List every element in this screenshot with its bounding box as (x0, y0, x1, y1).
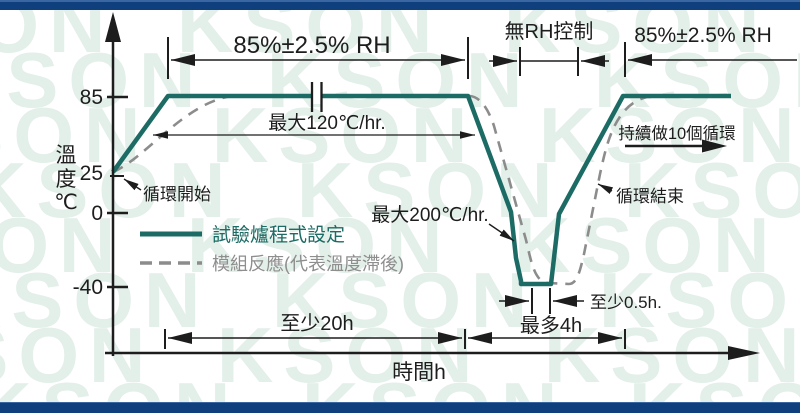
y-tick-m40: -40 (73, 276, 103, 299)
cold-soak-duration: 至少0.5h. (499, 288, 662, 314)
axis-break-icon (310, 82, 323, 112)
module-response-line (112, 93, 732, 286)
x-axis-title: 時間h (392, 361, 446, 384)
cold-excursion-duration-label: 最多4h (520, 314, 582, 337)
y-axis-title-char1: 溫 (56, 144, 77, 167)
legend-module-label: 模組反應(代表溫度滯後) (212, 253, 404, 274)
cold-excursion-duration: 最多4h (464, 314, 626, 349)
cycle-end-label: 循環結束 (616, 187, 684, 206)
y-axis-title-char3: ℃ (54, 191, 78, 214)
cycle-end-callout: 循環結束 (597, 183, 684, 206)
rh-span-right: 85%±2.5% RH (624, 24, 797, 77)
bottom-navy-bar (0, 402, 800, 413)
kson-watermark-row: KSON KSON KSON KSON (0, 201, 800, 289)
program-line (111, 93, 731, 287)
hot-dwell-duration: 至少20h (164, 312, 462, 349)
y-axis-title-char2: 度 (56, 168, 77, 191)
repeat-arrow-icon (702, 139, 727, 153)
y-tick-25: 25 (80, 162, 103, 185)
legend-program-label: 試驗爐程式設定 (212, 224, 345, 246)
y-tick-0: 0 (91, 202, 103, 225)
x-axis: 時間h (105, 346, 760, 384)
hot-dwell-duration-label: 至少20h (280, 312, 353, 335)
kson-watermark-row: KSON KSON KSON KSON (0, 256, 800, 344)
repeat-cycles: 持續做10個循環 (618, 124, 736, 153)
rh-span-left-label: 85%±2.5% RH (233, 32, 390, 59)
y-axis: 85 25 0 -40 溫 度 ℃ (54, 12, 128, 356)
repeat-cycles-label: 持續做10個循環 (618, 124, 735, 143)
rh-span-left: 85%±2.5% RH (167, 32, 469, 79)
no-rh-span-label: 無RH控制 (505, 20, 594, 43)
cycle-start-callout: 循環開始 (123, 178, 211, 204)
y-axis-arrow-icon (105, 12, 121, 42)
no-rh-span: 無RH控制 (489, 20, 609, 76)
kson-watermark-row: KSON KSON KSON KSON (0, 311, 800, 399)
x-axis-arrow-icon (728, 346, 760, 360)
ramp-down-rate-label: 最大200℃/hr. (371, 204, 488, 226)
rh-span-right-label: 85%±2.5% RH (634, 24, 772, 47)
y-tick-85: 85 (80, 86, 103, 109)
ramp-up-rate-label: 最大120℃/hr. (268, 112, 385, 134)
top-navy-bar (0, 0, 800, 10)
legend: 試驗爐程式設定 模組反應(代表溫度滯後) (140, 224, 404, 274)
cold-soak-duration-label: 至少0.5h. (590, 293, 662, 312)
cycle-start-label: 循環開始 (143, 185, 211, 204)
ramp-up-rate: 最大120℃/hr. (153, 112, 475, 139)
ramp-down-rate: 最大200℃/hr. (371, 204, 515, 242)
kson-watermark-row: KSON KSON KSON KSON (0, 0, 800, 69)
